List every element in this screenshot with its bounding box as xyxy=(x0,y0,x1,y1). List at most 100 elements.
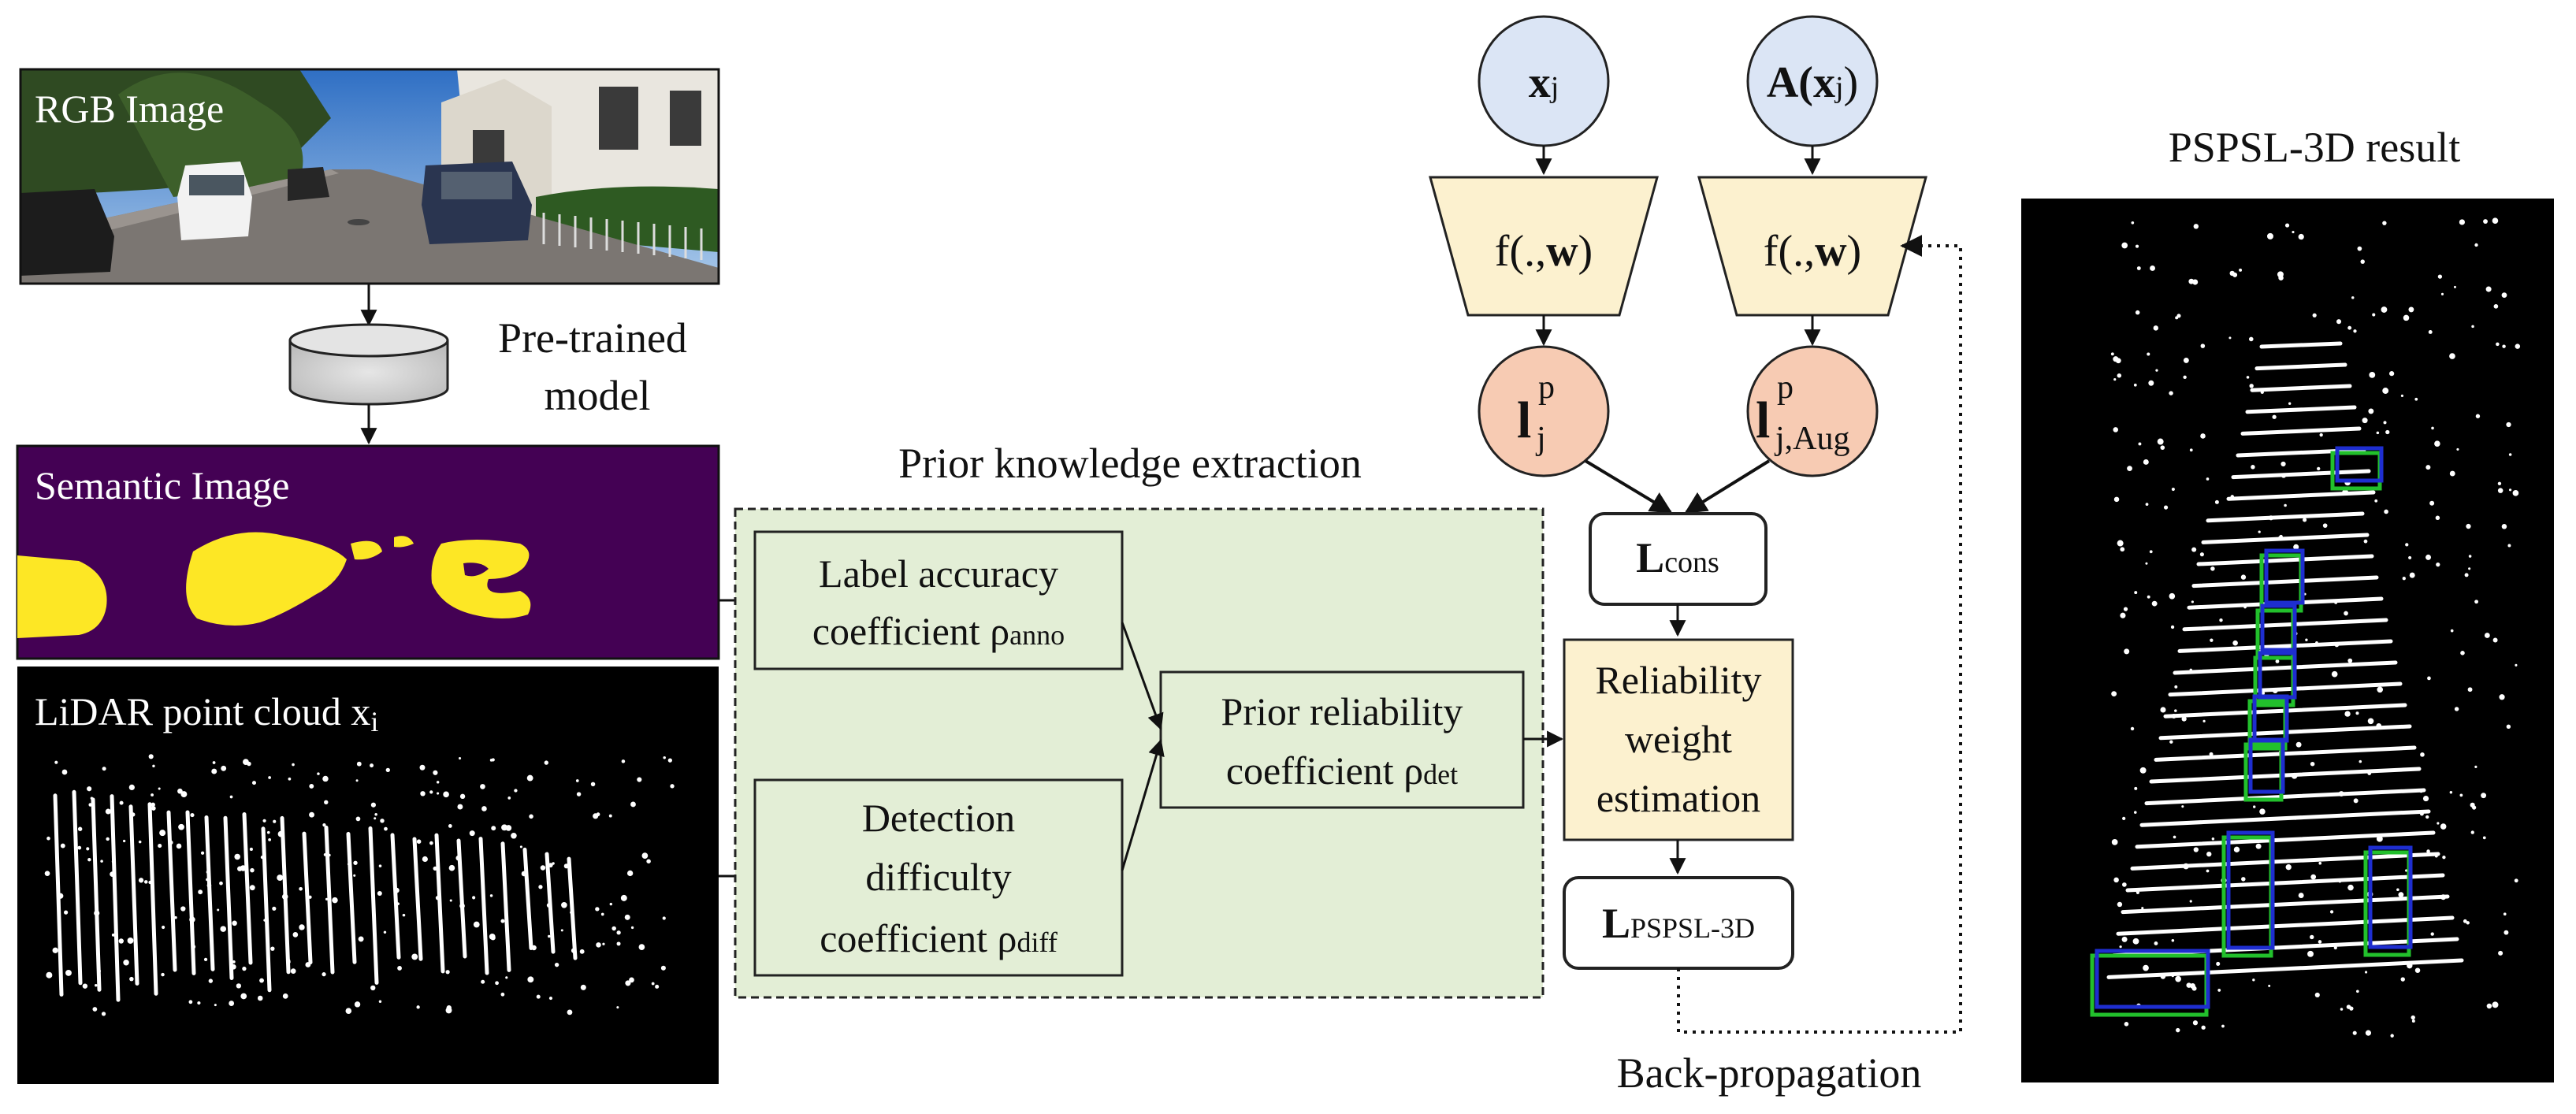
lidar-point xyxy=(353,860,358,865)
result-point xyxy=(2170,625,2175,629)
lidar-point xyxy=(206,878,209,882)
prior-reliability-box: Prior reliability coefficient ρdet xyxy=(1159,670,1525,809)
svg-text:coefficient ρanno: coefficient ρanno xyxy=(812,609,1065,653)
lidar-point xyxy=(151,806,156,811)
lidar-point xyxy=(567,1009,573,1016)
lidar-point xyxy=(396,902,400,905)
result-point xyxy=(2191,986,2197,991)
lidar-point xyxy=(52,947,58,953)
result-point xyxy=(2310,761,2315,767)
result-point xyxy=(2200,433,2206,439)
prior-knowledge-title: Prior knowledge extraction xyxy=(898,440,1362,487)
result-point xyxy=(2304,408,2307,411)
result-point xyxy=(2329,910,2334,914)
lidar-point-cloud-panel: LiDAR point cloud xi xyxy=(17,667,719,1084)
result-point xyxy=(2113,877,2119,883)
lidar-point xyxy=(429,841,433,845)
arrow-accuracy-to-reliability xyxy=(1121,622,1164,730)
result-point xyxy=(2211,837,2215,841)
result-scan-line xyxy=(2250,384,2352,392)
result-point xyxy=(2171,714,2176,719)
lidar-point xyxy=(122,839,126,843)
lidar-point xyxy=(178,823,184,830)
result-point xyxy=(2288,402,2292,405)
result-scan-line xyxy=(2144,788,2426,806)
lj-sub: j xyxy=(1535,421,1546,457)
result-point xyxy=(2411,1015,2415,1020)
result-scan-line xyxy=(2125,873,2445,893)
result-point xyxy=(2430,932,2434,936)
lidar-point xyxy=(370,763,374,768)
lidar-point xyxy=(596,812,600,817)
lidar-point xyxy=(138,878,144,883)
lidar-point xyxy=(176,843,182,849)
lidar-point xyxy=(374,813,377,816)
lpspsl-sub: PSPSL-3D xyxy=(1630,912,1755,944)
result-point xyxy=(2233,846,2240,853)
result-point xyxy=(2377,686,2384,693)
result-point xyxy=(2515,663,2518,667)
detection-difficulty-line3: coefficient ρ xyxy=(820,916,1017,960)
reliability-weight-line1: Reliability xyxy=(1595,658,1761,702)
lidar-point xyxy=(197,1001,201,1005)
result-scan-line xyxy=(2106,958,2464,979)
result-point xyxy=(2347,884,2354,891)
result-point xyxy=(2464,573,2469,577)
lidar-point xyxy=(277,830,284,837)
lidar-point xyxy=(625,980,631,986)
lidar-point xyxy=(46,971,53,978)
lidar-scan-line xyxy=(346,831,357,964)
lidar-point xyxy=(554,962,559,967)
lidar-point xyxy=(538,885,543,889)
result-point xyxy=(2508,488,2512,492)
result-point xyxy=(2314,992,2320,997)
arrow-ljaug-to-lcons xyxy=(1684,459,1771,514)
lidar-point xyxy=(481,979,485,984)
result-point xyxy=(2353,798,2359,804)
lidar-point xyxy=(646,859,651,863)
result-point xyxy=(2382,388,2389,394)
lidar-scan-line xyxy=(567,856,578,960)
lidar-point xyxy=(230,964,236,970)
lidar-point xyxy=(110,871,115,878)
lidar-point xyxy=(242,966,247,971)
result-point xyxy=(2376,431,2380,435)
lidar-point xyxy=(299,886,303,891)
lidar-point xyxy=(217,908,220,912)
lidar-point xyxy=(489,758,493,762)
lidar-point xyxy=(638,944,645,950)
lidar-point xyxy=(206,883,212,888)
lidar-point xyxy=(309,811,314,818)
result-point xyxy=(2507,544,2511,548)
result-point xyxy=(2459,793,2463,797)
result-point xyxy=(2117,540,2124,547)
lidar-point xyxy=(221,765,227,771)
result-scan-line xyxy=(2226,490,2376,501)
predicted-box xyxy=(2260,603,2297,652)
result-point xyxy=(2230,495,2235,499)
result-point xyxy=(2183,863,2189,870)
result-point xyxy=(2171,974,2174,978)
result-point xyxy=(2482,836,2486,840)
lidar-scan-line xyxy=(128,804,139,986)
lidar-point xyxy=(500,992,505,997)
lidar-point xyxy=(128,784,135,791)
result-point xyxy=(2333,945,2337,950)
result-point xyxy=(2169,740,2173,744)
lidar-point xyxy=(621,759,626,763)
result-point xyxy=(2221,1024,2225,1028)
result-point xyxy=(2372,313,2376,317)
result-point xyxy=(2171,487,2175,492)
f-left-open: f(., xyxy=(1495,227,1546,276)
lidar-point xyxy=(250,867,255,873)
result-point xyxy=(2110,352,2114,356)
result-point xyxy=(2217,989,2221,992)
lidar-point xyxy=(232,960,236,964)
result-point xyxy=(2396,888,2399,892)
result-scan-line xyxy=(2168,681,2403,697)
lidar-point xyxy=(251,781,257,785)
result-point xyxy=(2148,380,2154,386)
result-point xyxy=(2353,329,2357,333)
lidar-point xyxy=(579,949,585,954)
